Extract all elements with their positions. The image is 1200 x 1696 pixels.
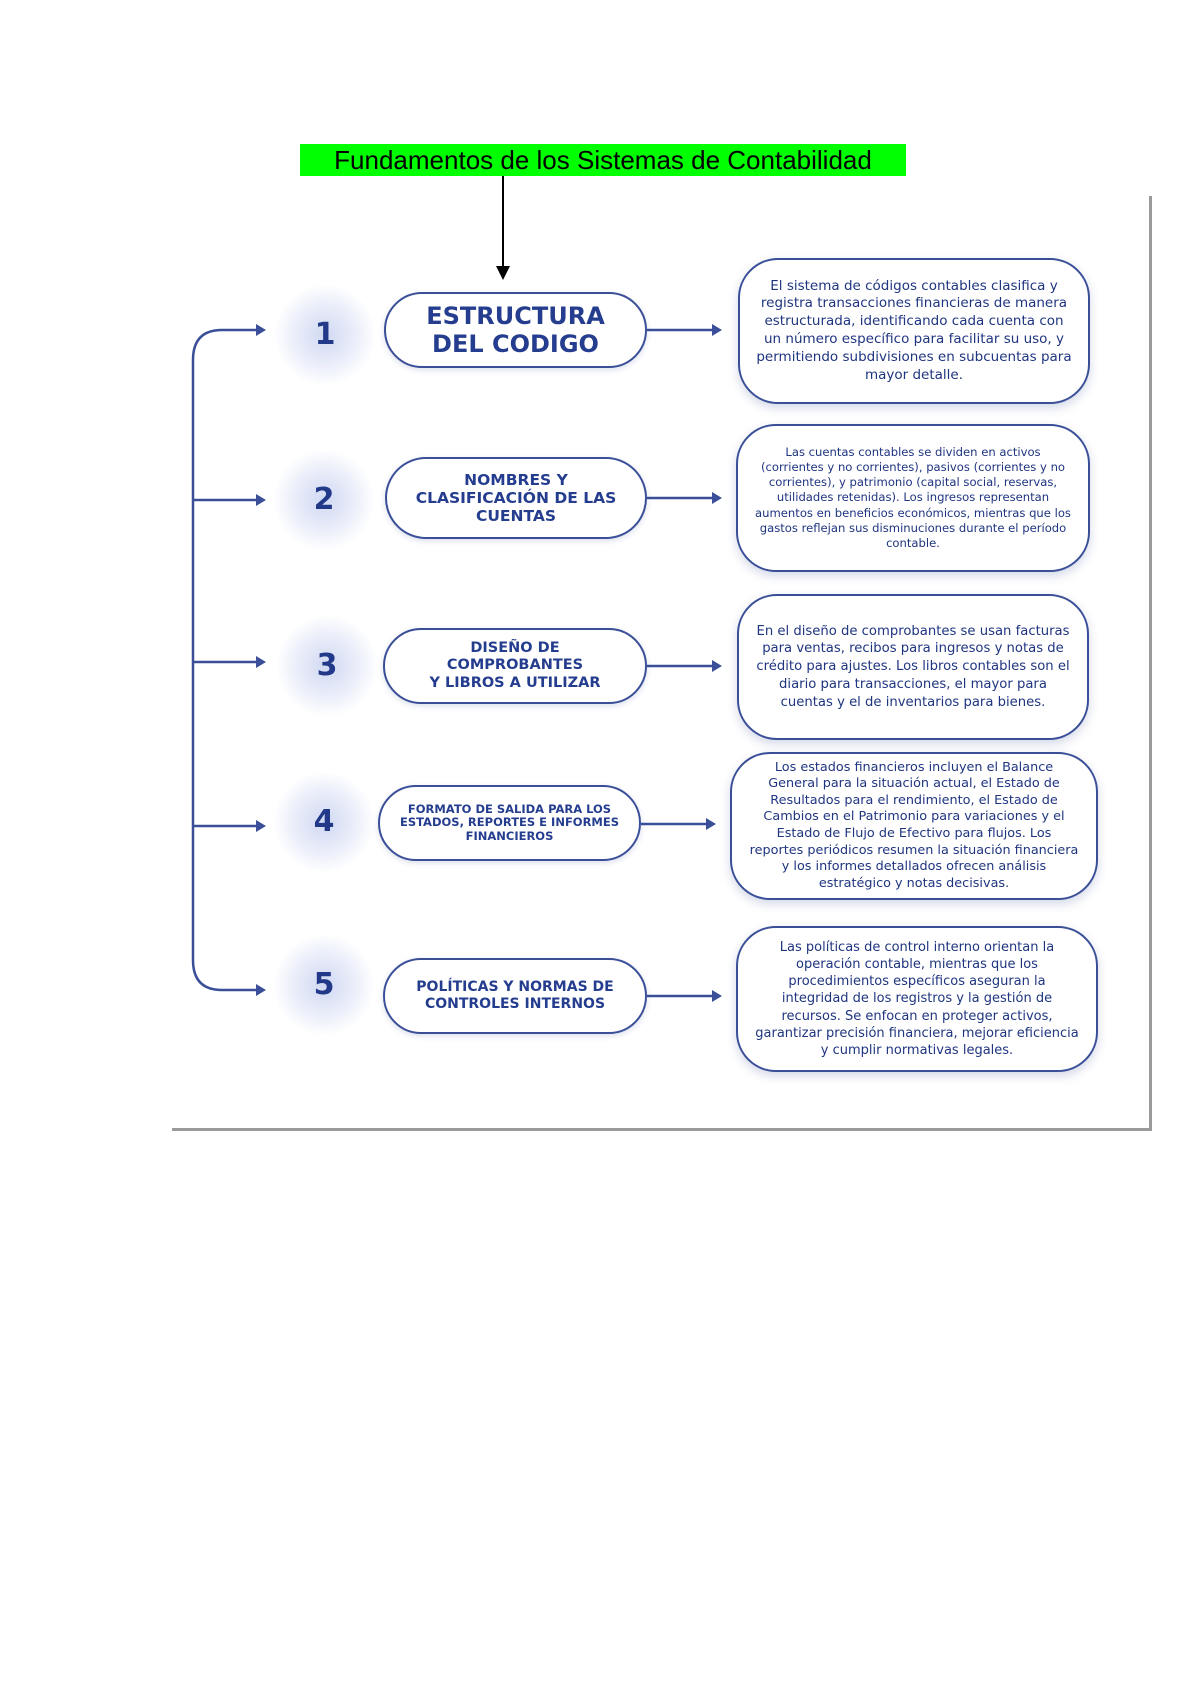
step-label-5: POLÍTICAS Y NORMAS DE CONTROLES INTERNOS bbox=[383, 958, 647, 1034]
step-label-4: FORMATO DE SALIDA PARA LOS ESTADOS, REPO… bbox=[378, 785, 641, 861]
diagram-title: Fundamentos de los Sistemas de Contabili… bbox=[300, 144, 906, 176]
step-label-3: DISEÑO DE COMPROBANTES Y LIBROS A UTILIZ… bbox=[383, 628, 647, 704]
step-number-5: 5 bbox=[274, 935, 374, 1035]
step-description-1: El sistema de códigos contables clasific… bbox=[738, 258, 1090, 404]
step-description-3: En el diseño de comprobantes se usan fac… bbox=[737, 594, 1089, 740]
step-number-1: 1 bbox=[275, 285, 375, 385]
step-number-4: 4 bbox=[274, 772, 374, 872]
step-description-2: Las cuentas contables se dividen en acti… bbox=[736, 424, 1090, 572]
step-number-2: 2 bbox=[274, 450, 374, 550]
step-number-3: 3 bbox=[277, 616, 377, 716]
step-label-1: ESTRUCTURA DEL CODIGO bbox=[384, 292, 647, 368]
step-label-2: NOMBRES Y CLASIFICACIÓN DE LAS CUENTAS bbox=[385, 457, 647, 539]
step-description-4: Los estados financieros incluyen el Bala… bbox=[730, 752, 1098, 900]
step-description-5: Las políticas de control interno orienta… bbox=[736, 926, 1098, 1072]
